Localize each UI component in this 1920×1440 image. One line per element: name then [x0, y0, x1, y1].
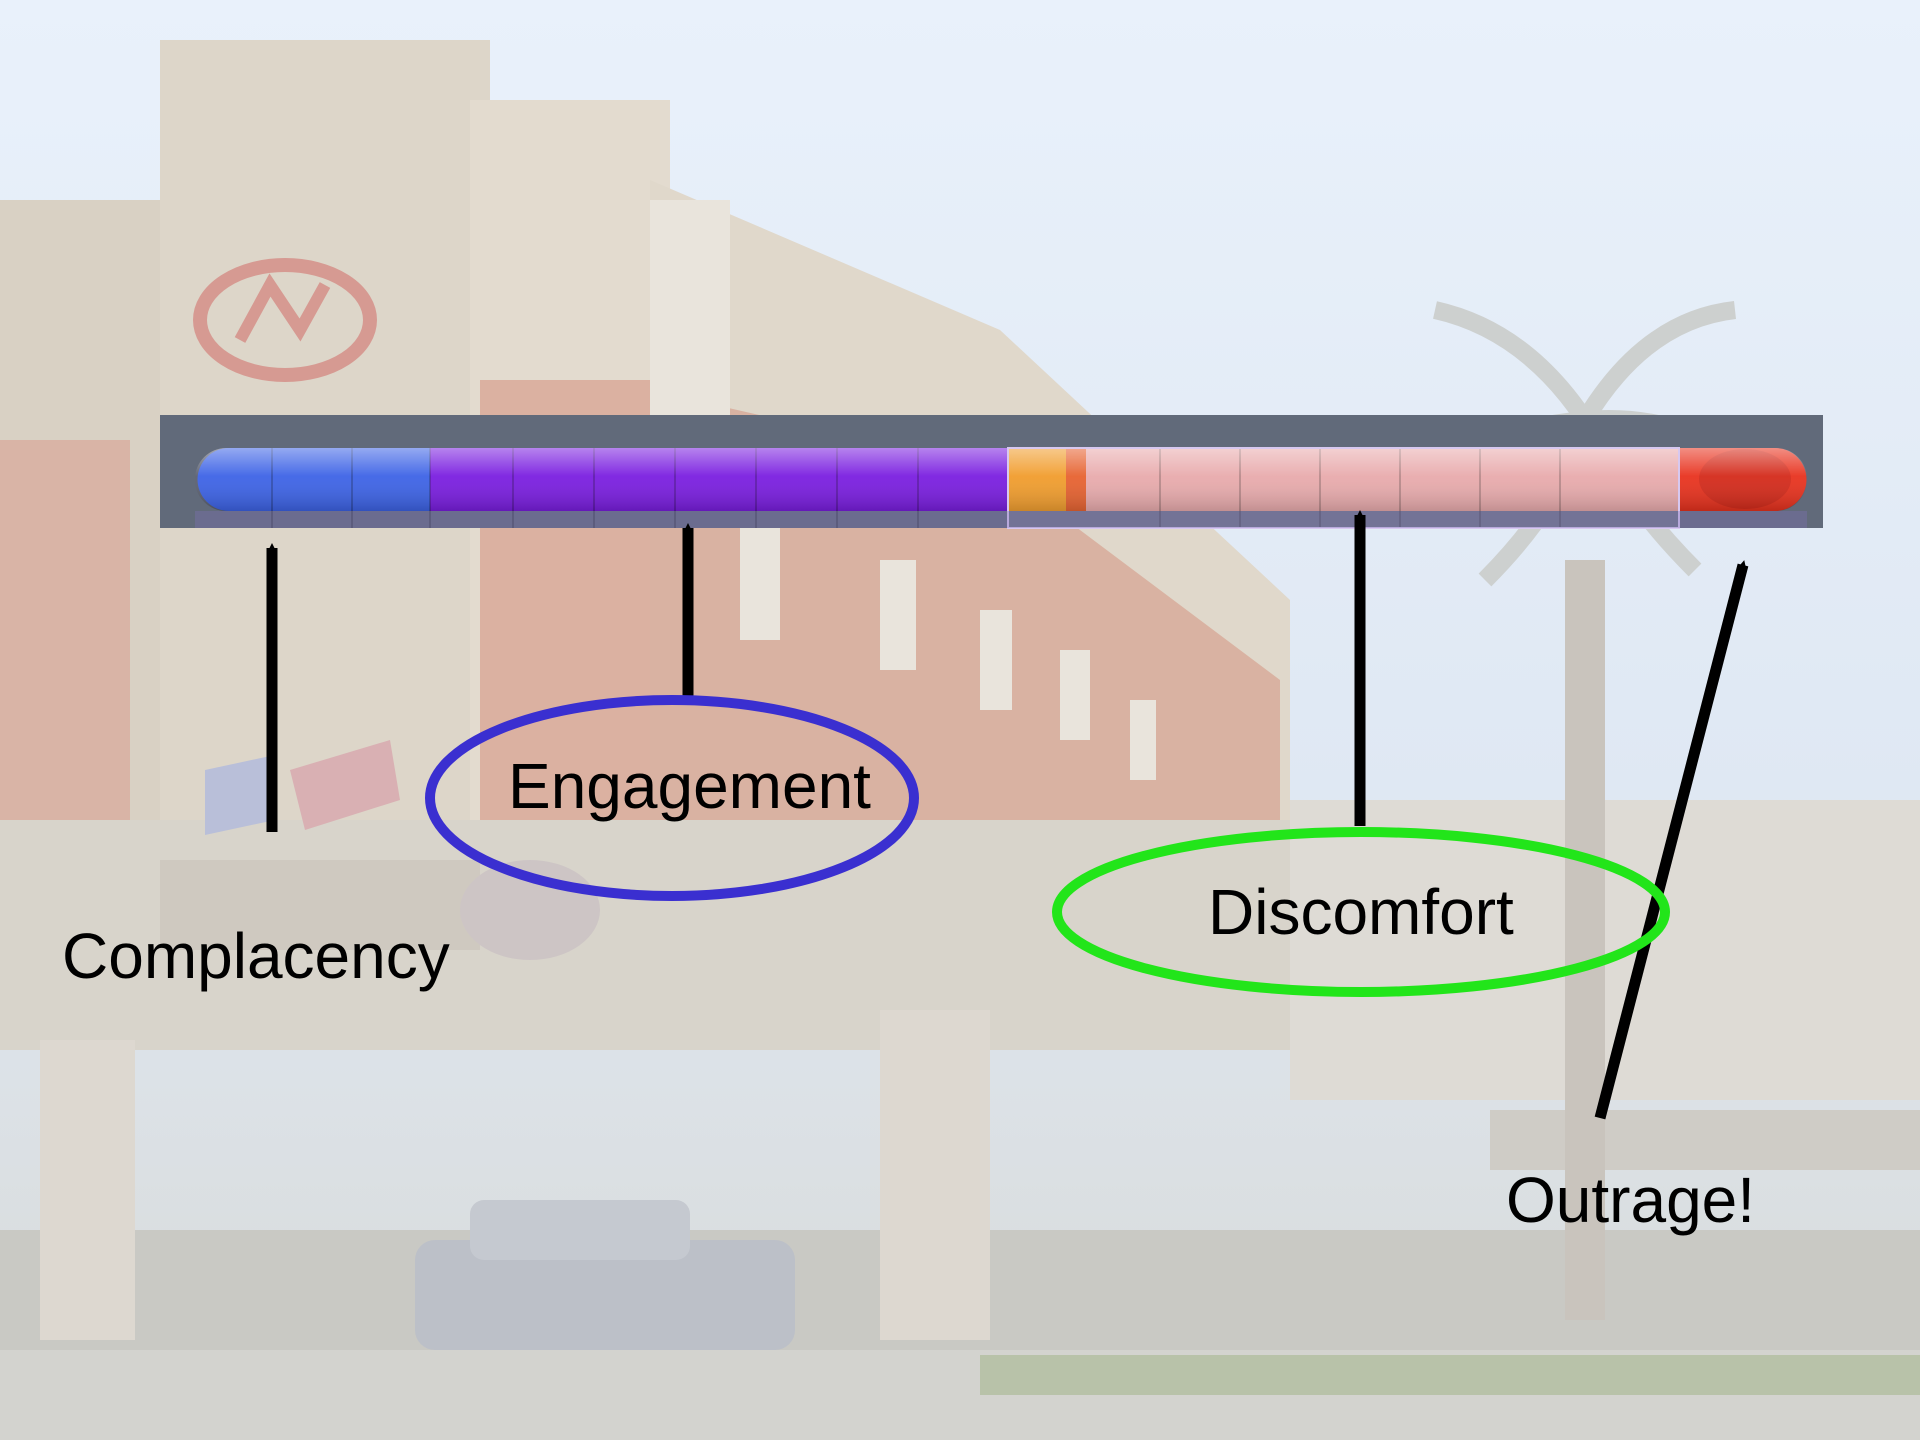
- label-discomfort: Discomfort: [1208, 876, 1514, 948]
- label-complacency: Complacency: [62, 920, 450, 992]
- label-engagement: Engagement: [508, 750, 871, 822]
- discomfort-ring: [1052, 827, 1670, 997]
- label-outrage: Outrage!: [1506, 1164, 1756, 1236]
- scale-gloss: [195, 448, 1807, 511]
- intensity-scale: [160, 415, 1823, 529]
- scale-reflection: [195, 511, 1807, 528]
- pointer-arrows: [266, 510, 1749, 1120]
- engagement-ring: [425, 695, 919, 901]
- arrow-outrage: [1594, 560, 1749, 1120]
- scale-highlight-frame: [1007, 447, 1680, 529]
